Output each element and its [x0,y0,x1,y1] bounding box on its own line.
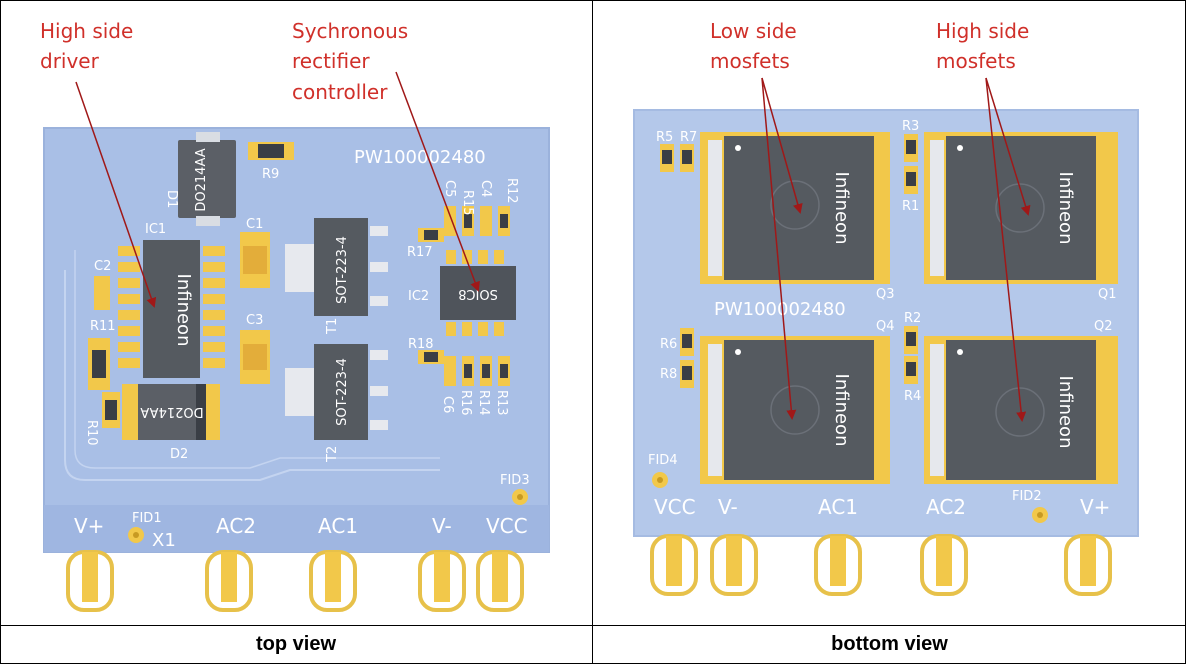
svg-text:Sychronous: Sychronous [292,19,408,43]
svg-text:Q1: Q1 [1098,287,1117,302]
svg-text:Q4: Q4 [876,319,895,334]
svg-text:C3: C3 [246,313,263,328]
caption-divider [0,625,1186,626]
svg-text:AC1: AC1 [318,514,358,538]
pcb-illustration: PW100002480 DO214AA D1 R9 IC1 [40,19,1139,612]
bottom-fid2: FID2 [1012,489,1048,523]
svg-text:R16: R16 [458,390,473,416]
svg-text:R3: R3 [902,119,919,134]
svg-text:R7: R7 [680,130,697,145]
top-board [44,128,549,552]
svg-text:R4: R4 [904,389,921,404]
svg-text:VCC: VCC [486,514,528,538]
svg-text:X1: X1 [152,530,176,551]
svg-text:driver: driver [40,49,100,73]
svg-text:DO214AA: DO214AA [140,404,203,419]
top-part-number: PW100002480 [354,147,486,168]
svg-text:Infineon: Infineon [1055,172,1076,245]
svg-text:High side: High side [936,19,1029,43]
svg-text:SOT-223-4: SOT-223-4 [335,358,350,426]
svg-text:mosfets: mosfets [710,49,790,73]
svg-text:Infineon: Infineon [1055,376,1076,449]
caption-bottom-view: bottom view [831,633,948,655]
svg-text:R12: R12 [504,178,519,204]
top-fid3: FID3 [500,473,530,505]
svg-text:DO214AA: DO214AA [194,148,209,211]
svg-text:AC1: AC1 [818,495,858,519]
top-view-panel: PW100002480 DO214AA D1 R9 IC1 [40,19,550,612]
svg-text:D2: D2 [170,447,188,462]
svg-text:V+: V+ [1080,495,1110,519]
bottom-view-panel: PW100002480 R5 R7 R3 R1 R2 R4 R6 R8 Infi… [633,19,1139,596]
svg-text:SOIC8: SOIC8 [458,286,498,301]
caption-top-view: top view [255,633,336,655]
bottom-mosfet-q3: Infineon Q3 [700,132,895,302]
svg-text:R6: R6 [660,337,677,352]
bottom-mosfet-q2: Q2 Infineon [924,319,1118,484]
bottom-fid4: FID4 [648,453,678,488]
svg-text:R5: R5 [656,130,673,145]
svg-text:R17: R17 [407,245,433,260]
svg-text:R18: R18 [408,337,434,352]
svg-text:Infineon: Infineon [831,172,852,245]
svg-text:FID3: FID3 [500,473,530,488]
top-ic2: SOIC8 IC2 [408,250,516,336]
svg-text:Infineon: Infineon [173,274,194,347]
svg-text:D1: D1 [164,190,179,208]
svg-text:High side: High side [40,19,133,43]
svg-text:FID1: FID1 [132,511,162,526]
top-pin-connectors [66,550,524,612]
svg-text:R2: R2 [904,311,921,326]
svg-text:VCC: VCC [654,495,696,519]
svg-text:R8: R8 [660,367,677,382]
svg-text:V-: V- [718,495,738,519]
bottom-mosfet-q1: Infineon Q1 [924,132,1118,302]
svg-text:IC2: IC2 [408,289,429,304]
svg-text:FID4: FID4 [648,453,678,468]
svg-text:V-: V- [432,514,452,538]
svg-text:R15: R15 [460,190,475,216]
annotation-sync-rectifier: Sychronous rectifier controller [292,19,480,292]
svg-text:R11: R11 [90,319,116,334]
svg-text:Q3: Q3 [876,287,895,302]
svg-text:FID2: FID2 [1012,489,1042,504]
svg-text:Low side: Low side [710,19,797,43]
svg-text:R13: R13 [494,390,509,416]
svg-text:R10: R10 [84,420,99,446]
svg-text:C2: C2 [94,259,111,274]
svg-text:R1: R1 [902,199,919,214]
bottom-part-number: PW100002480 [714,299,846,320]
annotation-high-side-mosfets: High side mosfets [936,19,1031,422]
svg-text:T2: T2 [325,446,340,463]
top-fid1: FID1 X1 [128,511,176,551]
panel-divider [592,0,593,664]
svg-text:IC1: IC1 [145,222,166,237]
svg-text:T1: T1 [325,318,340,335]
bottom-mosfet-q4: Q4 Infineon [700,319,895,484]
annotation-high-side-driver: High side driver [40,19,157,308]
svg-text:AC2: AC2 [926,495,966,519]
svg-text:R14: R14 [476,390,491,416]
svg-text:C4: C4 [478,180,493,197]
annotation-low-side-mosfets: Low side mosfets [710,19,803,420]
top-d2: DO214AA D2 [122,384,220,462]
top-t2: SOT-223-4 T2 [285,344,388,463]
svg-text:C6: C6 [440,396,455,413]
top-ic1: IC1 Infineon [118,222,225,378]
top-d1: DO214AA D1 [164,132,236,226]
svg-text:R9: R9 [262,167,279,182]
svg-text:mosfets: mosfets [936,49,1016,73]
svg-text:V+: V+ [74,514,104,538]
svg-text:C1: C1 [246,217,263,232]
svg-text:SOT-223-4: SOT-223-4 [335,236,350,304]
svg-text:rectifier: rectifier [292,49,370,73]
bottom-pin-connectors [650,534,1112,596]
svg-text:Q2: Q2 [1094,319,1113,334]
svg-text:Infineon: Infineon [831,374,852,447]
svg-text:C5: C5 [442,180,457,197]
top-t1: SOT-223-4 T1 [285,218,388,335]
svg-text:controller: controller [292,80,388,104]
svg-text:AC2: AC2 [216,514,256,538]
